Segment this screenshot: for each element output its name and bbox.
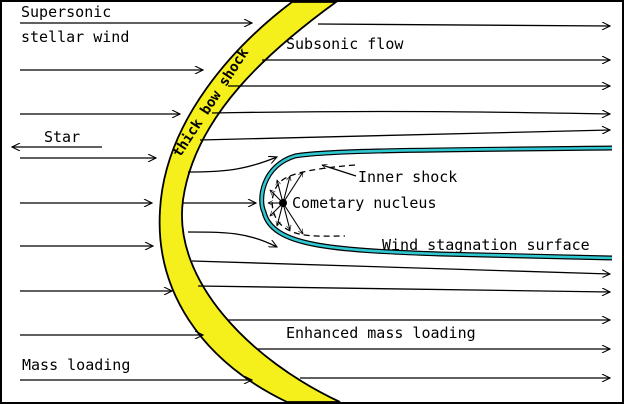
mass-loading-label: Mass loading [22, 356, 130, 374]
flow-line [317, 24, 610, 26]
flow-line [191, 260, 610, 274]
bow-shock-band [158, 1, 341, 403]
outflow-arrow [282, 202, 304, 234]
cometary-nucleus-label: Cometary nucleus [292, 194, 437, 212]
supersonic-label-line2: stellar wind [21, 28, 129, 46]
inner-shock-label: Inner shock [358, 168, 457, 186]
inner-shock-pointer [322, 165, 357, 177]
supersonic-label-line1: Supersonic [21, 3, 111, 21]
flow-line [197, 285, 610, 292]
subsonic-flow-lines [182, 24, 610, 378]
flow-line [187, 231, 277, 248]
outflow-arrow [282, 172, 304, 204]
outflow-arrow [282, 176, 290, 204]
flow-line [187, 157, 277, 173]
flow-line [211, 111, 610, 114]
outflow-arrow [282, 202, 290, 230]
enhanced-mass-loading-label: Enhanced mass loading [286, 324, 476, 342]
stagnation-surface-fill [260, 146, 613, 260]
flow-line [199, 130, 610, 141]
cometary-nucleus-dot [279, 199, 287, 207]
supersonic-wind-arrows [20, 23, 252, 380]
star-label: Star [44, 128, 80, 146]
wind-stagnation-surface-label: Wind stagnation surface [382, 236, 590, 254]
subsonic-flow-label: Subsonic flow [286, 35, 404, 53]
